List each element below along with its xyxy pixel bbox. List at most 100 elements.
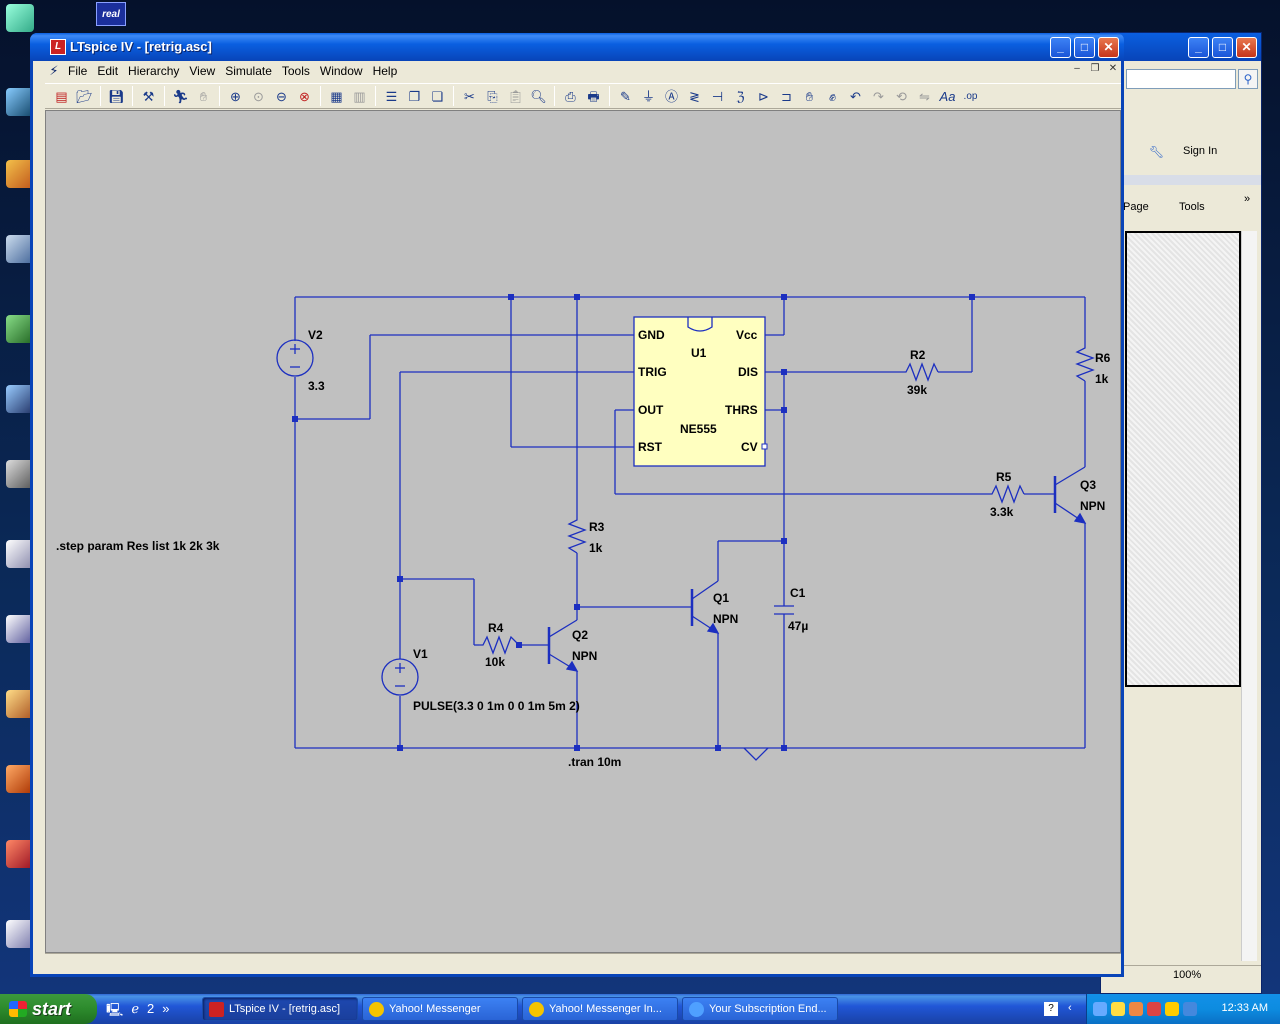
rotate-icon[interactable]: ⟲ [896, 88, 907, 104]
q3-ref-label[interactable]: Q3 [1080, 478, 1096, 492]
spice-directive-icon[interactable]: .op [963, 90, 978, 102]
r6-value-label[interactable]: 1k [1095, 372, 1109, 386]
copy-icon[interactable]: ⎘ [487, 88, 498, 104]
v1-value-label[interactable]: PULSE(3.3 0 1m 0 0 1m 5m 2) [413, 699, 580, 713]
tile-vertical-icon[interactable]: ❏ [431, 88, 444, 104]
ie-quick-launch-icon[interactable]: ℯ [131, 1001, 140, 1016]
desktop-shortcut-icon[interactable] [2, 385, 38, 415]
u1-ref-label[interactable]: U1 [691, 346, 707, 360]
undo-icon[interactable]: ↶ [850, 88, 861, 104]
zoom-level[interactable]: 100% [1173, 969, 1202, 981]
taskbar-button-yahoo-messenger[interactable]: Yahoo! Messenger [362, 997, 518, 1021]
messenger-tray-icon[interactable] [1165, 1002, 1179, 1016]
r2-value-label[interactable]: 39k [907, 383, 927, 397]
r6-ref-label[interactable]: R6 [1095, 351, 1111, 365]
find-icon[interactable]: 🔍︎ [530, 88, 547, 104]
step-directive[interactable]: .step param Res list 1k 2k 3k [56, 539, 220, 553]
drag-icon[interactable]: ✊︎ [828, 88, 837, 104]
print-icon[interactable]: 🖶︎ [587, 88, 600, 104]
r4-ref-label[interactable]: R4 [488, 621, 504, 635]
internet-explorer-desktop-icon[interactable] [2, 88, 38, 118]
move-icon[interactable]: ✋︎ [805, 88, 814, 104]
redo-icon[interactable]: ↷ [873, 88, 884, 104]
mirror-icon[interactable]: ⇋ [919, 88, 930, 104]
wrench-icon[interactable]: 🔧︎ [1149, 145, 1165, 159]
c1-value-label[interactable]: 47µ [788, 619, 808, 633]
v1-ref-label[interactable]: V1 [413, 647, 428, 661]
ground-icon[interactable]: ⏚ [641, 88, 655, 104]
r4-value-label[interactable]: 10k [485, 655, 505, 669]
ie-search-input[interactable] [1126, 69, 1236, 89]
desktop-shortcut-icon[interactable] [2, 315, 38, 345]
save-icon[interactable]: 💾︎ [108, 88, 125, 104]
desktop-shortcut-icon[interactable] [2, 765, 38, 795]
diode-icon[interactable]: ⊳ [758, 88, 769, 104]
schematic-drawing[interactable]: GND TRIG OUT RST Vcc DIS THRS CV U1 NE55… [46, 111, 1121, 953]
real-player-icon[interactable]: real [96, 2, 126, 26]
antivirus-icon[interactable] [1147, 1002, 1161, 1016]
autorange-icon[interactable]: ▦ [330, 88, 343, 104]
text-icon[interactable]: Aa [939, 88, 956, 104]
close-icon[interactable]: ✕ [1236, 36, 1257, 58]
desktop-shortcut-icon[interactable] [2, 160, 38, 190]
search-icon[interactable]: ⚲ [1238, 69, 1258, 89]
show-desktop-icon[interactable]: 🖳︎ [106, 1002, 124, 1017]
capacitor-icon[interactable]: ⊣ [711, 88, 724, 104]
zoom-fit-icon[interactable]: ⊗ [299, 88, 310, 104]
pan-icon[interactable]: ⊙ [253, 88, 264, 104]
menu-tools[interactable]: Tools [281, 64, 310, 78]
print-setup-icon[interactable]: ⎙ [565, 88, 576, 104]
document-icon[interactable]: ⚡︎ [49, 63, 59, 78]
inductor-icon[interactable]: ℨ [736, 88, 745, 104]
horizontal-scrollbar[interactable] [45, 953, 1121, 971]
page-menu-button[interactable]: Page [1123, 201, 1149, 213]
zoom-in-icon[interactable]: ⊕ [230, 88, 241, 104]
u1-part-label[interactable]: NE555 [680, 422, 717, 436]
tile-horizontal-icon[interactable]: ☰ [385, 88, 398, 104]
q1-ref-label[interactable]: Q1 [713, 591, 729, 605]
volume-icon[interactable] [1183, 1002, 1197, 1016]
paste-icon[interactable]: 📋︎ [507, 88, 524, 104]
minimize-icon[interactable]: _ [1188, 36, 1209, 58]
r5-ref-label[interactable]: R5 [996, 470, 1012, 484]
sign-in-button[interactable]: Sign In [1183, 145, 1218, 157]
control-panel-icon[interactable]: ⚒ [142, 88, 155, 104]
maximize-icon[interactable]: □ [1074, 37, 1095, 58]
tray-expand-icon[interactable]: ‹ [1068, 1002, 1072, 1014]
menu-help[interactable]: Help [372, 64, 398, 78]
menu-window[interactable]: Window [319, 64, 363, 78]
ne555-chip-body[interactable] [633, 316, 766, 467]
grid-icon[interactable]: ▥ [353, 88, 366, 104]
run-icon[interactable]: 🏃︎ [172, 88, 189, 104]
r5-value-label[interactable]: 3.3k [990, 505, 1014, 519]
chevron-icon[interactable]: » [162, 1001, 170, 1016]
schematic-canvas[interactable]: GND TRIG OUT RST Vcc DIS THRS CV U1 NE55… [45, 110, 1121, 953]
security-shield-icon[interactable] [1111, 1002, 1125, 1016]
cut-icon[interactable]: ✂ [464, 88, 475, 104]
zoom-out-icon[interactable]: ⊖ [276, 88, 287, 104]
menu-file[interactable]: File [68, 64, 88, 78]
clock[interactable]: 12:33 AM [1221, 1002, 1268, 1014]
maximize-icon[interactable]: □ [1212, 36, 1233, 58]
new-schematic-icon[interactable]: ▤ [55, 88, 68, 104]
tran-directive[interactable]: .tran 10m [568, 755, 621, 769]
ltspice-app-icon[interactable]: L [50, 39, 66, 55]
v2-value-label[interactable]: 3.3 [308, 379, 325, 393]
ie-vertical-scrollbar[interactable] [1241, 231, 1257, 961]
taskbar-button-yahoo-messenger-in[interactable]: Yahoo! Messenger In... [522, 997, 678, 1021]
desktop-shortcut-icon[interactable] [2, 615, 38, 645]
q1-model-label[interactable]: NPN [713, 612, 738, 626]
mdi-restore-icon[interactable]: ❐ [1090, 63, 1100, 74]
taskbar-button-ltspice[interactable]: LTspice IV - [retrig.asc] [202, 997, 358, 1021]
start-button[interactable]: start [0, 994, 97, 1024]
quick-launch-count[interactable]: 2 [147, 1001, 155, 1016]
open-icon[interactable]: 📂︎ [76, 88, 93, 104]
desktop-shortcut-icon[interactable] [2, 840, 38, 870]
resistor-icon[interactable]: ≷ [689, 88, 700, 104]
recycle-bin-icon[interactable] [2, 4, 38, 34]
v2-ref-label[interactable]: V2 [308, 328, 323, 342]
close-icon[interactable]: ✕ [1098, 37, 1119, 58]
q2-ref-label[interactable]: Q2 [572, 628, 588, 642]
internet-explorer-window[interactable]: _ □ ✕ ⚲ 🔧︎ Sign In Page Tools » 100% [1100, 32, 1262, 994]
mail-icon[interactable] [1129, 1002, 1143, 1016]
